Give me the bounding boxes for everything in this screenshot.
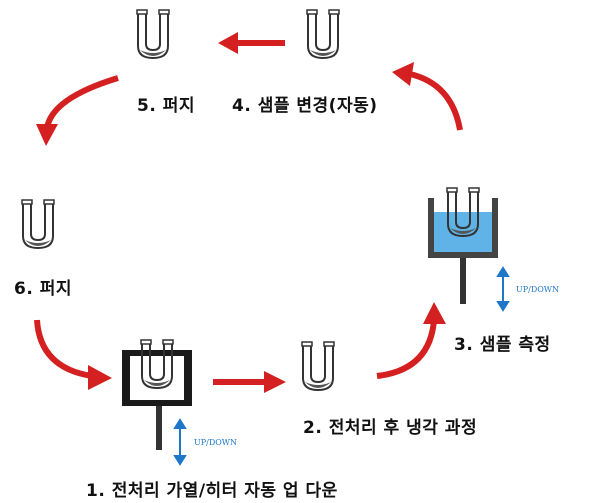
heater-step-1 — [122, 339, 192, 450]
arrow-4-to-5 — [218, 32, 285, 54]
step-2-label: 2. 전처리 후 냉각 과정 — [303, 418, 478, 438]
arrow-2-to-3 — [376, 302, 446, 379]
step-5-label: 5. 퍼지 — [137, 96, 195, 116]
step-1-label: 1. 전처리 가열/히터 자동 업 다운 — [86, 481, 338, 501]
arrow-1-to-2 — [213, 371, 286, 393]
updown-label-step-3: UP/DOWN — [516, 285, 560, 294]
tube-step-2 — [301, 341, 335, 391]
updown-label-step-1: UP/DOWN — [194, 438, 238, 447]
arrow-5-to-6 — [36, 75, 119, 146]
tube-step-6 — [21, 199, 55, 249]
arrow-3-to-4 — [392, 62, 463, 131]
arrow-6-to-1 — [34, 319, 112, 390]
tube-step-4 — [306, 9, 340, 59]
beaker-step-3 — [428, 187, 498, 304]
updown-arrow-step-3 — [496, 266, 510, 312]
tube-step-5 — [136, 9, 170, 59]
updown-arrow-step-1 — [173, 418, 187, 466]
step-6-label: 6. 퍼지 — [14, 279, 72, 299]
step-4-label: 4. 샘플 변경(자동) — [232, 96, 378, 116]
step-3-label: 3. 샘플 측정 — [454, 335, 551, 355]
